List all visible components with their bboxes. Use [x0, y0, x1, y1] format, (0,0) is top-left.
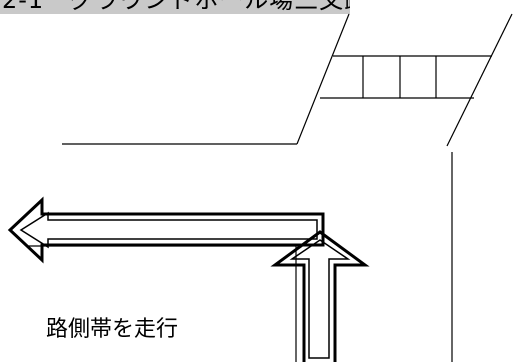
left-arrow-inner — [19, 211, 318, 249]
up-arrow-outer — [270, 230, 370, 362]
road-edge-upper-right — [446, 13, 513, 147]
title-band: 2-1 グラウンドホール場三叉路 — [0, 0, 350, 14]
left-arrow-outer — [7, 196, 325, 264]
page-title: 2-1 グラウンドホール場三叉路 — [2, 0, 350, 14]
up-arrow-inner — [289, 239, 351, 359]
road-edge-upper-left — [296, 13, 350, 145]
roadside-strip-caption: 路側帯を走行 — [46, 317, 179, 342]
